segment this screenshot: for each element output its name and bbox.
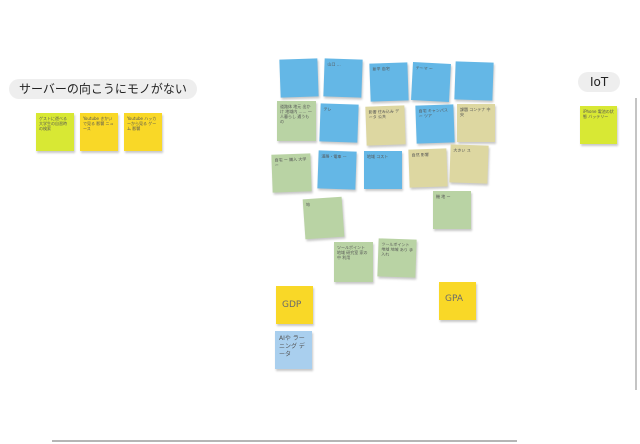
sticky-note[interactable]: 自宅 キャンパス ー ツア: [415, 104, 455, 144]
sticky-note[interactable]: 道路体 地元 出かけ 地域内 …… 一人暮らし 通うもの: [277, 101, 316, 141]
sticky-note[interactable]: 自然 影響: [408, 148, 448, 188]
sticky-note[interactable]: ゲストに遊べる 大学生の自習時 の検索: [36, 113, 74, 151]
sticky-note[interactable]: 自宅 ー 購入 大学 ー: [271, 153, 312, 193]
vertical-scrollbar[interactable]: [635, 98, 637, 390]
sticky-note[interactable]: 新平 自宅: [369, 62, 409, 102]
sticky-note[interactable]: 道路・電車 ー: [317, 150, 357, 190]
sticky-note[interactable]: [279, 58, 319, 98]
sticky-note[interactable]: [454, 61, 494, 101]
sticky-note[interactable]: 大きい ス: [449, 144, 489, 184]
sticky-note[interactable]: Youtube ハッカーから見る ゲーム 影響: [124, 113, 162, 151]
sticky-note[interactable]: ツールポイント 地域 地域 あり 手入れ: [377, 238, 417, 278]
sticky-note[interactable]: 地域 コスト: [364, 151, 402, 189]
sticky-note[interactable]: テーマ ー: [411, 62, 451, 102]
sticky-note[interactable]: 機 地 ー: [433, 191, 471, 229]
sticky-note[interactable]: テレ: [319, 103, 359, 143]
group-label-iot: IoT: [578, 72, 621, 92]
horizontal-scrollbar[interactable]: [52, 440, 517, 442]
sticky-note[interactable]: 地: [302, 196, 345, 240]
sticky-note-ai[interactable]: AIや ラーニング データ: [275, 331, 312, 369]
sticky-note[interactable]: iPhone 電池の状態 バッテリー: [580, 106, 617, 144]
sticky-note[interactable]: ツールポイント 地域 研究室 家の中 利用: [334, 242, 373, 282]
sticky-note-gpa[interactable]: GPA: [439, 282, 476, 320]
sticky-note-gdp[interactable]: GDP: [276, 286, 313, 324]
group-label-server: サーバーの向こうにモノがない: [9, 79, 197, 99]
sticky-note[interactable]: 影響 住み込み データ 公共: [365, 105, 406, 146]
sticky-note[interactable]: 課題 コンテナ 中央: [457, 104, 495, 142]
sticky-note[interactable]: Youtube きかいで見る 影響 ニュース: [80, 113, 118, 151]
sticky-note[interactable]: 山口 …: [323, 58, 363, 98]
